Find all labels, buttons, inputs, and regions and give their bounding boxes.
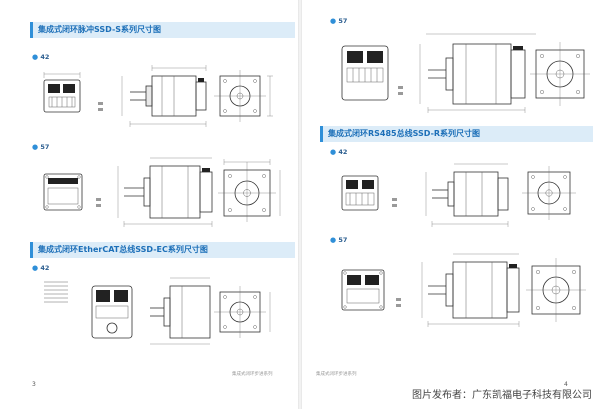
drawing-top-57 [336,26,594,116]
size-label-57-ssd-r: ● 57 [330,236,348,244]
section-band-ssd-s: 集成式闭环脉冲SSD-S系列尺寸图 [30,22,295,38]
page-fold [298,0,302,409]
size-label-57-ssd-s: ● 57 [32,143,50,151]
drawing-ssd-s-42 [38,62,294,136]
left-footer-note: 集成式闭环步进系列 [232,372,273,377]
drawing-ssd-r-57 [336,244,594,330]
section-band-ssd-ec: 集成式闭环EtherCAT总线SSD-EC系列尺寸图 [30,242,295,258]
drawing-ssd-s-57 [38,150,294,230]
size-label-57-ssd-r-top: ● 57 [330,17,348,25]
drawing-ssd-r-42 [336,156,594,232]
size-label-42-ssd-ec: ● 42 [32,264,50,272]
size-label-42-ssd-r: ● 42 [330,148,348,156]
section-title-ssd-r: 集成式闭环RS485总线SSD-R系列尺寸图 [328,129,481,138]
publisher-watermark: 图片发布者：广东凯福电子科技有限公司 [412,390,592,401]
right-page: ● 57 [302,0,600,409]
section-title-ssd-ec: 集成式闭环EtherCAT总线SSD-EC系列尺寸图 [38,245,208,254]
drawing-ssd-ec-42 [38,272,294,352]
right-footer-note: 集成式闭环步进系列 [316,372,357,377]
right-page-number: 4 [564,381,568,388]
size-label-42-ssd-s: ● 42 [32,53,50,61]
section-title-ssd-s: 集成式闭环脉冲SSD-S系列尺寸图 [38,25,162,34]
section-band-ssd-r: 集成式闭环RS485总线SSD-R系列尺寸图 [320,126,593,142]
left-page: 集成式闭环脉冲SSD-S系列尺寸图 ● 42 [0,0,298,409]
left-page-number: 3 [32,381,36,388]
